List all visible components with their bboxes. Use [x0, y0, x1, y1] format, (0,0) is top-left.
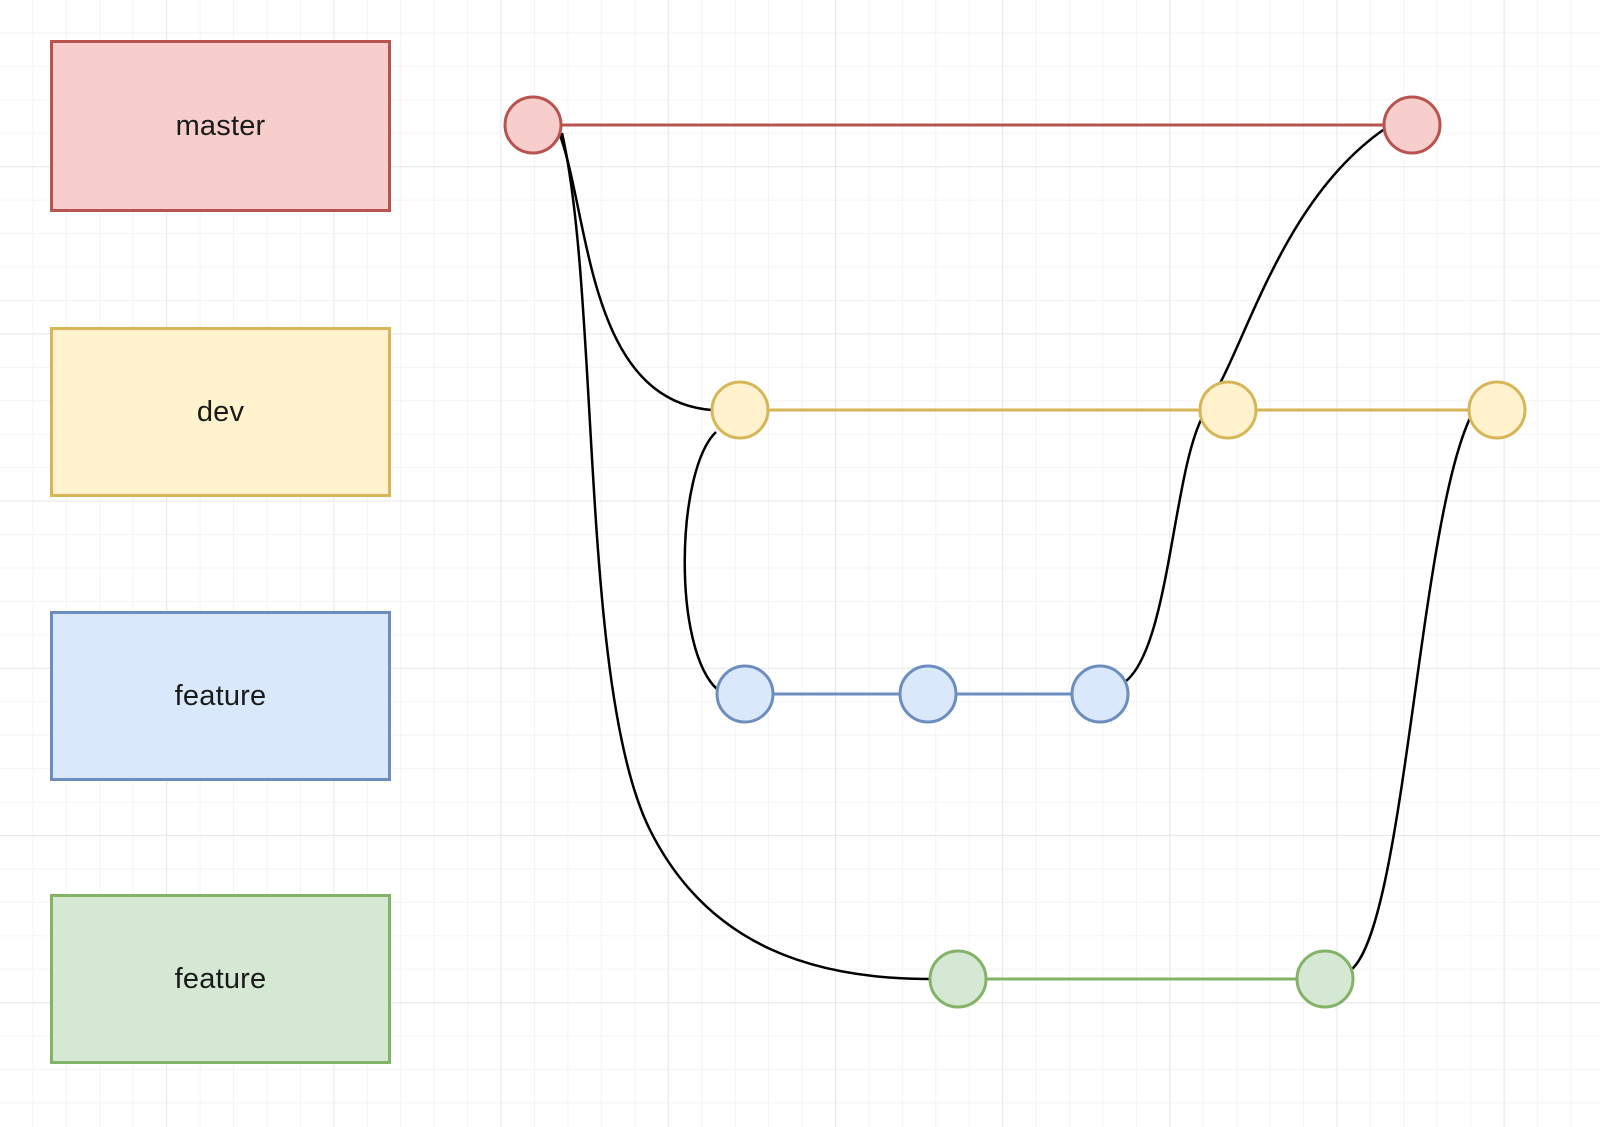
commit-node-feature-blue-1[interactable] — [715, 664, 775, 724]
commit-node-feature-green-2[interactable] — [1295, 949, 1355, 1009]
legend-box-dev[interactable]: dev — [50, 327, 391, 497]
commit-node-dev-2[interactable] — [1198, 380, 1258, 440]
commit-nodes-layer — [503, 95, 1527, 1009]
legend-label-master: master — [175, 109, 266, 142]
legend-label-feature-blue: feature — [174, 679, 267, 712]
merge-curve-feature-green-to-dev — [1347, 413, 1474, 974]
merge-curve-dev-to-feature-blue — [683, 431, 719, 691]
legend-label-feature-green: feature — [174, 962, 267, 995]
branch-lines-layer — [561, 123, 1469, 981]
commit-node-dev-1[interactable] — [710, 380, 770, 440]
merge-curve-dev-to-master — [1206, 126, 1387, 405]
commit-node-master-1[interactable] — [503, 95, 563, 155]
commit-node-feature-blue-2[interactable] — [898, 664, 958, 724]
legend-box-feature-green[interactable]: feature — [50, 894, 391, 1064]
merge-curves-layer — [556, 126, 1474, 981]
legend-box-feature-blue[interactable]: feature — [50, 611, 391, 781]
legend-box-master[interactable]: master — [50, 40, 391, 212]
legend-label-dev: dev — [196, 395, 245, 428]
commit-node-feature-green-1[interactable] — [928, 949, 988, 1009]
merge-curve-feature-blue-to-dev — [1121, 413, 1206, 686]
commit-node-master-2[interactable] — [1382, 95, 1442, 155]
commit-node-feature-blue-3[interactable] — [1070, 664, 1130, 724]
commit-node-dev-3[interactable] — [1467, 380, 1527, 440]
merge-curve-master-to-feature-green — [560, 132, 931, 981]
